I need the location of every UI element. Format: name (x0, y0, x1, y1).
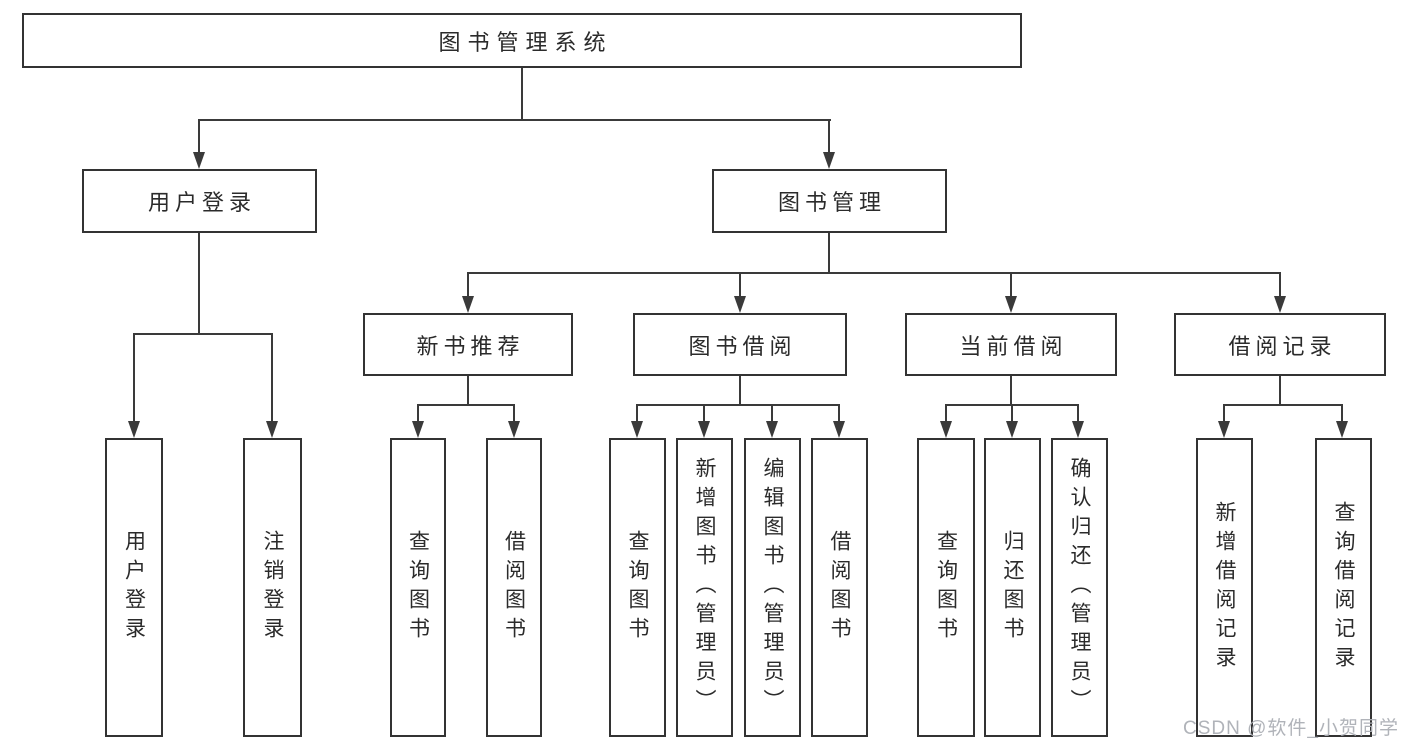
connector (828, 119, 830, 154)
leaf-add-book-admin: 新增图书（管理员） (676, 438, 733, 737)
connector (1223, 404, 1225, 421)
leaf-query-borrow-record: 查询借阅记录 (1315, 438, 1372, 737)
connector (1010, 376, 1012, 406)
connector (521, 67, 523, 121)
arrowhead-down-icon (508, 421, 520, 438)
arrowhead-down-icon (128, 421, 140, 438)
connector (198, 119, 200, 154)
leaf-query-books-3: 查询图书 (917, 438, 975, 737)
connector (1223, 404, 1343, 406)
arrowhead-down-icon (833, 421, 845, 438)
leaf-borrow-books-2: 借阅图书 (811, 438, 868, 737)
arrowhead-down-icon (412, 421, 424, 438)
leaf-query-books-1: 查询图书 (390, 438, 446, 737)
node-new-book-recommend: 新书推荐 (363, 313, 573, 376)
node-label: 当前借阅 (959, 333, 1068, 359)
connector (271, 333, 273, 421)
csdn-watermark: CSDN @软件_小贺同学 (1183, 718, 1399, 739)
leaf-query-books-2: 查询图书 (609, 438, 666, 737)
arrowhead-down-icon (1274, 296, 1286, 313)
node-label: 新书推荐 (416, 333, 525, 359)
node-label: 确认归还（管理员） (1068, 457, 1092, 718)
node-label: 用户登录 (147, 190, 256, 215)
connector (945, 404, 947, 421)
node-label: 新增图书（管理员） (693, 457, 717, 718)
leaf-logout: 注销登录 (243, 438, 302, 737)
connector (636, 404, 638, 421)
node-label: 图书借阅 (688, 333, 797, 359)
arrowhead-down-icon (193, 152, 205, 169)
node-label: 查询图书 (406, 529, 430, 646)
arrowhead-down-icon (1072, 421, 1084, 438)
leaf-borrow-books-1: 借阅图书 (486, 438, 542, 737)
connector (1279, 272, 1281, 297)
leaf-add-borrow-record: 新增借阅记录 (1196, 438, 1253, 737)
connector (467, 272, 469, 297)
connector (417, 404, 419, 421)
node-library-system: 图书管理系统 (22, 13, 1022, 68)
connector (198, 233, 200, 335)
connector (417, 404, 515, 406)
connector (198, 119, 831, 121)
connector (828, 233, 830, 274)
node-label: 新增借阅记录 (1213, 500, 1237, 675)
leaf-return-book: 归还图书 (984, 438, 1041, 737)
arrowhead-down-icon (462, 296, 474, 313)
connector (133, 333, 135, 421)
node-label: 用户登录 (122, 529, 146, 646)
arrowhead-down-icon (1006, 421, 1018, 438)
node-label: 查询图书 (934, 529, 958, 646)
node-user-login: 用户登录 (82, 169, 317, 233)
arrowhead-down-icon (266, 421, 278, 438)
connector (1010, 272, 1012, 297)
arrowhead-down-icon (1336, 421, 1348, 438)
connector (739, 376, 741, 406)
connector (703, 404, 705, 421)
node-label: 查询借阅记录 (1332, 500, 1356, 675)
arrowhead-down-icon (823, 152, 835, 169)
node-book-borrow: 图书借阅 (633, 313, 847, 376)
arrowhead-down-icon (734, 296, 746, 313)
leaf-user-login: 用户登录 (105, 438, 163, 737)
connector (467, 272, 1281, 274)
connector (739, 272, 741, 297)
connector (636, 404, 840, 406)
arrowhead-down-icon (698, 421, 710, 438)
node-label: 查询图书 (626, 529, 650, 646)
arrowhead-down-icon (631, 421, 643, 438)
connector (838, 404, 840, 421)
connector (133, 333, 273, 335)
node-label: 注销登录 (261, 529, 285, 646)
leaf-edit-book-admin: 编辑图书（管理员） (744, 438, 801, 737)
node-label: 图书管理 (777, 190, 886, 215)
node-label: 借阅记录 (1228, 333, 1337, 359)
leaf-confirm-return-admin: 确认归还（管理员） (1051, 438, 1108, 737)
node-label: 借阅图书 (828, 529, 852, 646)
node-label: 编辑图书（管理员） (761, 457, 785, 718)
node-label: 借阅图书 (502, 529, 526, 646)
connector (467, 376, 469, 406)
connector (1077, 404, 1079, 421)
connector (1011, 404, 1013, 421)
arrowhead-down-icon (1005, 296, 1017, 313)
node-borrow-records: 借阅记录 (1174, 313, 1386, 376)
node-current-borrow: 当前借阅 (905, 313, 1117, 376)
arrowhead-down-icon (1218, 421, 1230, 438)
node-label: 图书管理系统 (438, 29, 613, 55)
node-book-management: 图书管理 (712, 169, 947, 233)
connector (1341, 404, 1343, 421)
arrowhead-down-icon (766, 421, 778, 438)
connector (513, 404, 515, 421)
connector (771, 404, 773, 421)
arrowhead-down-icon (940, 421, 952, 438)
connector (1279, 376, 1281, 406)
node-label: 归还图书 (1001, 529, 1025, 646)
